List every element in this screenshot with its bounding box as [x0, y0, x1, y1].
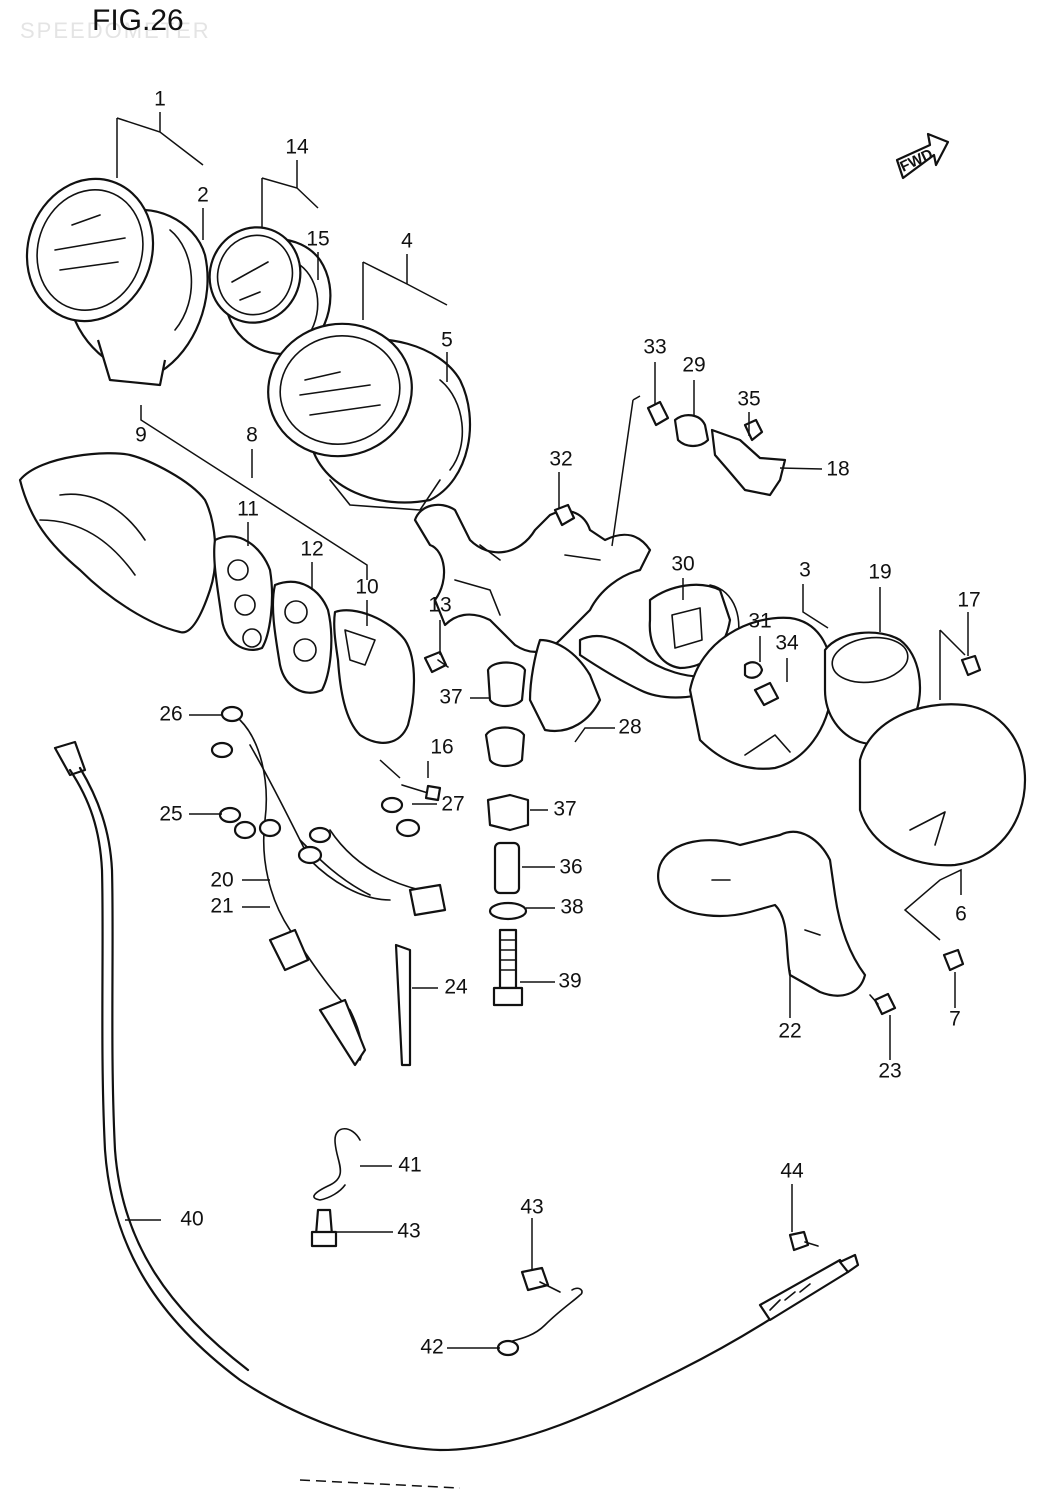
callout-30: 30 [671, 553, 694, 576]
callout-42: 42 [420, 1336, 443, 1359]
callout-13: 13 [428, 594, 451, 617]
speedometer-gauge-drawing [25, 177, 209, 387]
bolt-stack-drawing [484, 661, 530, 1007]
callout-22: 22 [778, 1020, 801, 1043]
callout-labels: 1 2 3 4 5 6 7 8 9 10 11 12 13 14 15 16 1… [135, 88, 981, 1359]
wiring-harness-drawing [210, 705, 447, 1067]
callout-9: 9 [135, 424, 147, 447]
callout-31: 31 [748, 610, 771, 633]
callout-6: 6 [955, 903, 967, 926]
rear-cup-drawing [688, 616, 1027, 867]
cable-tie-drawing [394, 943, 412, 1067]
leader-lines [116, 112, 969, 1349]
callout-16: 16 [430, 736, 453, 759]
callout-43-left: 43 [397, 1220, 420, 1243]
center-bracket-drawing [413, 503, 740, 733]
callout-15: 15 [306, 228, 329, 251]
callout-8: 8 [246, 424, 258, 447]
callout-34: 34 [775, 632, 799, 655]
clamp-drawings [310, 1127, 819, 1357]
callout-23: 23 [878, 1060, 901, 1083]
large-meter-drawing [267, 322, 472, 511]
callout-5: 5 [441, 329, 453, 352]
lower-bracket-drawing [657, 830, 867, 997]
callout-43-right: 43 [520, 1196, 543, 1219]
callout-7: 7 [949, 1008, 961, 1031]
callout-28: 28 [618, 716, 641, 739]
callout-27: 27 [441, 793, 464, 816]
callout-40: 40 [180, 1208, 203, 1231]
callout-38: 38 [560, 896, 583, 919]
callout-39: 39 [558, 970, 581, 993]
callout-44: 44 [780, 1160, 804, 1183]
callout-37-lower: 37 [553, 798, 576, 821]
callout-11: 11 [237, 498, 259, 521]
callout-32: 32 [549, 448, 572, 471]
callout-18: 18 [826, 458, 849, 481]
callout-12: 12 [300, 538, 323, 561]
callout-4: 4 [401, 230, 413, 253]
callout-14: 14 [285, 136, 309, 159]
callout-17: 17 [957, 589, 980, 612]
small-hardware-drawing [553, 400, 787, 527]
callout-20: 20 [210, 869, 233, 892]
callout-19: 19 [868, 561, 891, 584]
callout-21: 21 [210, 895, 233, 918]
callout-3: 3 [799, 559, 811, 582]
callout-10: 10 [355, 576, 378, 599]
callout-37-upper: 37 [439, 686, 462, 709]
figure-title: FIG.26 [92, 4, 184, 37]
callout-36: 36 [559, 856, 582, 879]
meter-housing-drawing [18, 452, 416, 744]
callout-29: 29 [682, 354, 705, 377]
callout-2: 2 [197, 184, 209, 207]
watermark-text: SPEEDOMETER [20, 18, 211, 43]
callout-26: 26 [159, 703, 182, 726]
callout-41: 41 [398, 1154, 421, 1177]
callout-25: 25 [159, 803, 182, 826]
screw-drawings [401, 650, 982, 1016]
speedometer-cable-drawing [53, 740, 860, 1489]
tachometer-gauge-drawing [208, 226, 332, 356]
fwd-arrow-icon: FWD [895, 132, 950, 180]
callout-33: 33 [643, 336, 666, 359]
callout-35: 35 [737, 388, 760, 411]
callout-1: 1 [154, 88, 166, 111]
callout-24: 24 [444, 976, 468, 999]
